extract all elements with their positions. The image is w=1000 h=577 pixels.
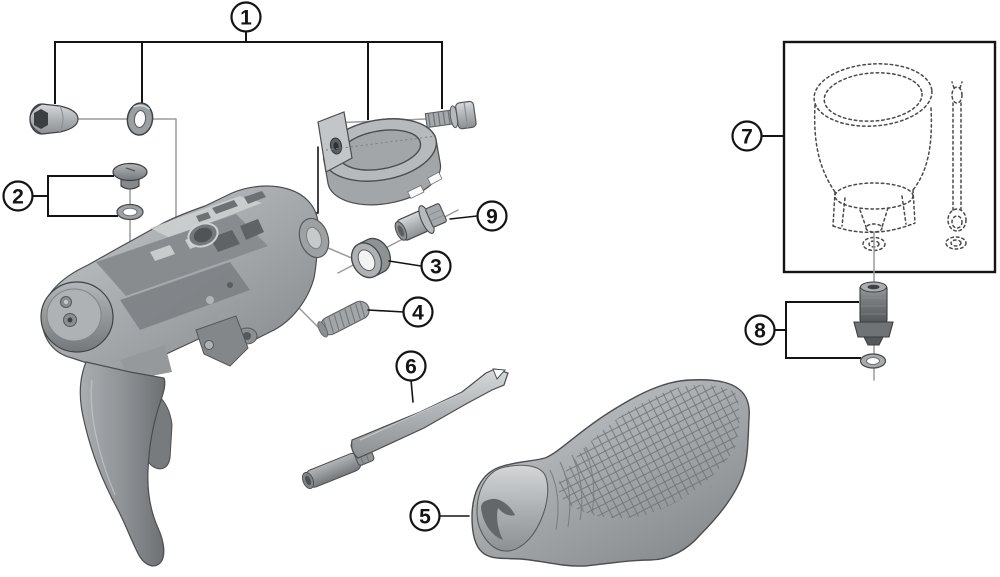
hood-logo-mark [481,498,515,540]
hose-fitting [394,203,447,241]
callout-6: 6 [395,350,427,382]
callout-4-label: 4 [412,302,424,325]
callout-8-label: 8 [754,320,766,343]
brake-lever-blade [79,361,166,567]
bleed-port [187,222,219,248]
callout-leader-lines [367,135,785,517]
callout-3: 3 [420,250,452,282]
reach-adjust-cap [112,162,148,190]
hood-crosshatch-texture [558,384,740,519]
callout-1-label: 1 [240,7,252,30]
callout-2-label: 2 [12,186,24,209]
callout-bracket-1 [54,30,443,120]
bleed-nipple-o-ring [859,353,887,369]
bleed-nipple [773,281,894,369]
callout-3-label: 3 [430,256,442,279]
pivot-cap [40,281,114,353]
funnel-kit-box [782,40,997,274]
hood-tool [301,368,509,490]
callout-1: 1 [230,1,262,33]
clamp-screw-right [424,100,477,130]
clamp-bolt-washer [126,102,154,136]
outlet-face [298,217,330,259]
spring [317,300,370,338]
bleed-funnel-dashed [813,63,933,252]
callout-6-label: 6 [405,356,417,379]
cap-o-ring [116,203,144,221]
bracket-hood-cover [471,379,750,567]
callout-7-label: 7 [741,126,753,149]
callout-8: 8 [744,314,776,346]
callout-9-label: 9 [486,206,498,229]
callout-bracket-2 [31,175,118,217]
callout-5: 5 [409,500,441,532]
handlebar-clamp-band [317,111,443,206]
callout-7: 7 [731,120,763,152]
clamp-bolt-left [29,103,79,135]
callout-9: 9 [476,200,508,232]
grommet-ring [350,237,392,279]
lever-body [40,185,330,567]
callout-2: 2 [2,180,34,212]
funnel-stopper-dashed [945,81,967,250]
callout-5-label: 5 [419,506,431,529]
callout-4: 4 [402,296,434,328]
